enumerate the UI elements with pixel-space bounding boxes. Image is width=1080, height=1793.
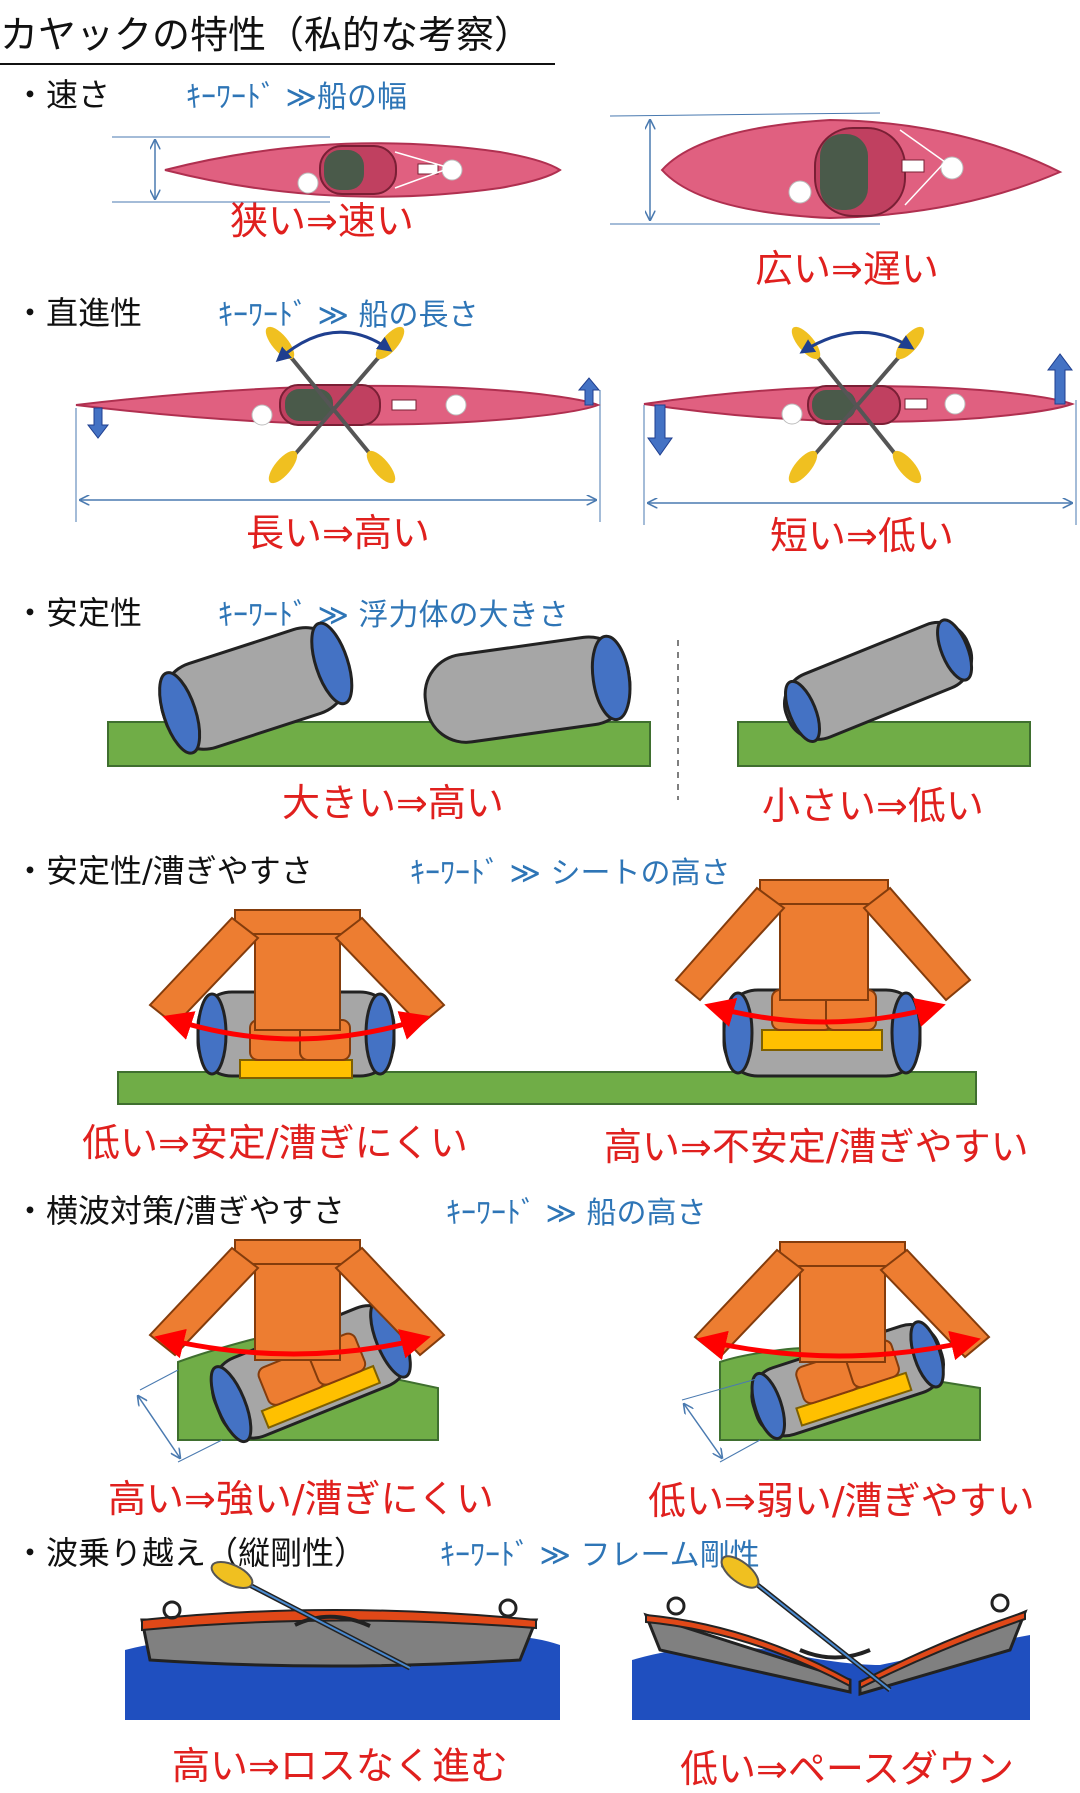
section-keyword-stability: ｷｰﾜｰﾄﾞ ≫ 浮力体の大きさ [218, 598, 569, 633]
hull-high [138, 1239, 446, 1463]
section-keyword-tracking: ｷｰﾜｰﾄﾞ ≫ 船の長さ [218, 298, 479, 333]
section-heading-wave-riding: ・波乗り越え（縦剛性） [14, 1534, 367, 1572]
seat-low [117, 909, 977, 1105]
page-title: カヤックの特性（私的な考察） [0, 4, 555, 65]
section-heading-stability: ・安定性 [14, 594, 143, 632]
frame-flexible [632, 1555, 1030, 1720]
hull-low [681, 1241, 991, 1463]
kayak-short [643, 326, 1077, 525]
section-heading-side-waves: ・横波対策/漕ぎやすさ [14, 1192, 345, 1230]
caption-high-unstable: 高い⇒不安定/漕ぎやすい [604, 1125, 1029, 1169]
kayak-narrow [112, 136, 562, 203]
kayak-long [75, 326, 601, 522]
caption-high-strong: 高い⇒強い/漕ぎにくい [108, 1477, 494, 1521]
section-heading-speed: ・速さ [14, 76, 111, 114]
caption-long-high: 長い⇒高い [246, 511, 430, 555]
caption-wide-slow: 広い⇒遅い [755, 247, 939, 291]
caption-large-high: 大きい⇒高い [282, 781, 504, 825]
kayak-wide [609, 112, 1063, 225]
float-large [107, 621, 679, 800]
section-keyword-seat: ｷｰﾜｰﾄﾞ ≫ シートの高さ [410, 856, 731, 891]
float-small [737, 618, 1031, 767]
section-heading-tracking: ・直進性 [14, 294, 143, 332]
frame-rigid [125, 1561, 560, 1720]
caption-small-low: 小さい⇒低い [762, 784, 984, 828]
section-keyword-speed: ｷｰﾜｰﾄﾞ ≫船の幅 [186, 80, 407, 115]
seat-high [674, 879, 972, 1078]
caption-low-weak: 低い⇒弱い/漕ぎやすい [648, 1479, 1035, 1523]
caption-short-low: 短い⇒低い [770, 514, 954, 558]
section-heading-seat: ・安定性/漕ぎやすさ [14, 852, 313, 890]
section-keyword-side-waves: ｷｰﾜｰﾄﾞ ≫ 船の高さ [446, 1196, 707, 1231]
caption-high-no-loss: 高い⇒ロスなく進む [172, 1744, 508, 1788]
caption-low-stable: 低い⇒安定/漕ぎにくい [82, 1121, 468, 1165]
caption-low-pace-down: 低い⇒ペースダウン [680, 1747, 1014, 1791]
caption-narrow-fast: 狭い⇒速い [230, 199, 414, 243]
section-keyword-wave-riding: ｷｰﾜｰﾄﾞ ≫ フレーム剛性 [440, 1538, 760, 1573]
